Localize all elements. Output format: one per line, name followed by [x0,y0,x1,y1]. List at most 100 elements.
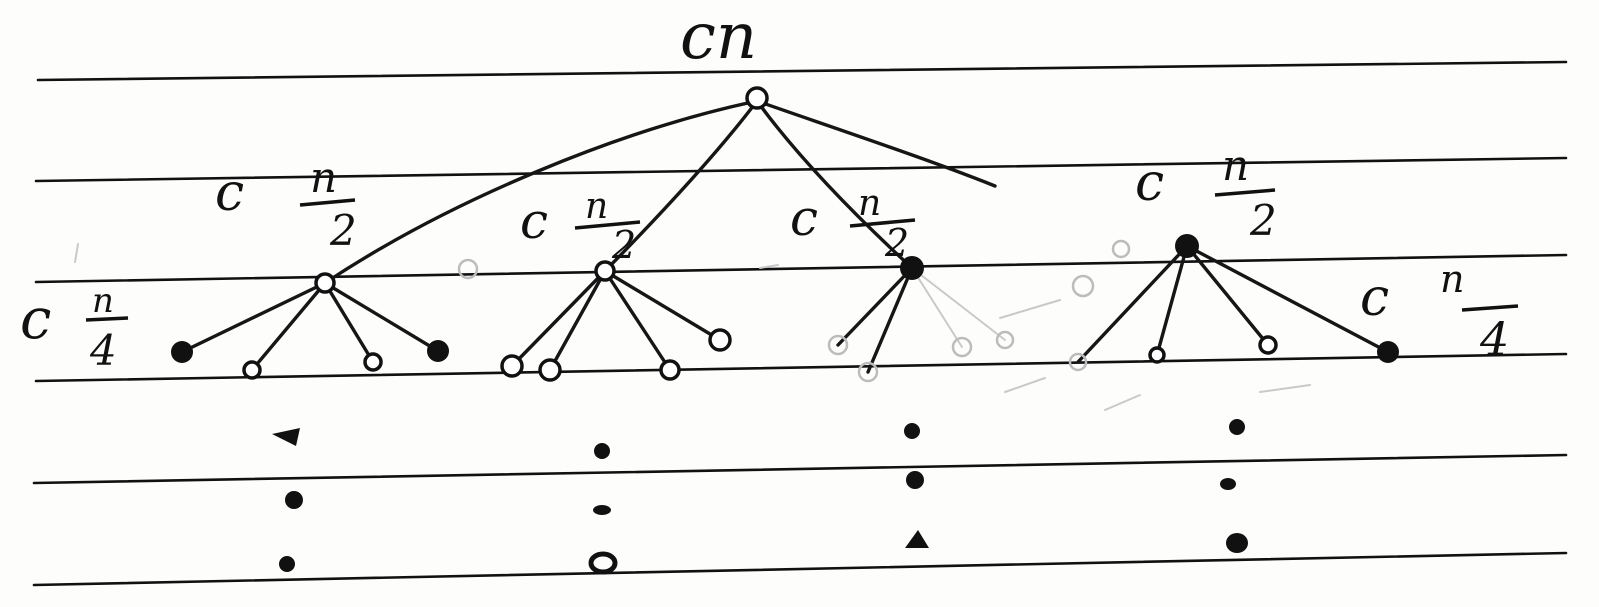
fraction-bar [849,218,916,228]
subtree-1 [171,272,449,380]
fraction-bar [1461,304,1519,312]
level1-label-1: c n 2 [215,153,357,255]
label-numerator: n [858,183,881,224]
fraction-bar [299,198,356,207]
ruled-line [36,60,1568,82]
level2-node [242,360,262,380]
edge [603,269,672,372]
level2-node [363,352,383,372]
label-denominator: 2 [611,223,636,267]
ruled-line [32,453,1568,485]
level1-label-4: c n 2 [1135,141,1277,245]
label-c: c [20,287,51,352]
edge-root-child1 [323,99,759,285]
continuation-dot [588,551,618,575]
ghost-stroke [1004,377,1046,393]
ghost-node [1071,274,1095,298]
continuation-dot [1220,478,1236,490]
level2-node [171,341,193,363]
ghost-node [1111,239,1131,259]
edge [323,281,440,353]
edge [603,269,722,342]
edge [323,281,375,364]
faint-marks [74,239,1311,411]
edge [510,269,607,368]
edge [1185,244,1270,347]
subtree-4 [1068,234,1399,372]
label-numerator: n [92,281,114,321]
level2-node [1148,346,1166,364]
level2-node [857,361,879,383]
level2-node [827,334,849,356]
ruled-line [34,253,1568,284]
level1-node [314,272,336,294]
edge [180,281,327,354]
ruled-line [34,156,1568,183]
root-label: cn [680,0,757,74]
ghost-stroke [1104,394,1141,411]
edge-root-child4 [755,99,997,188]
level2-label-left: c n 4 [20,281,129,375]
edge [866,266,914,374]
continuation-dot [1226,533,1248,553]
continuation-dot [593,505,611,515]
edge-root-child3 [755,99,914,270]
edge [1155,244,1189,357]
fraction-bar [85,316,129,322]
level2-node [1258,335,1278,355]
ruled-line [34,352,1568,383]
level2-label-right: c n 4 [1360,257,1519,366]
edge [250,281,327,372]
level1-node [1175,234,1199,258]
edge [548,269,607,372]
continuation-dot [904,423,920,439]
level1-node [900,256,924,280]
continuation-dot [905,530,929,548]
label-denominator: 4 [89,326,117,375]
root-node [745,86,769,110]
continuation-dot [285,491,303,509]
continuation-dot [272,428,300,446]
level1-label-3: c n 2 [790,183,916,265]
level1-label-2: c n 2 [520,186,641,267]
label-denominator: 4 [1479,312,1509,366]
level2-node [427,340,449,362]
continuation-dot [279,556,295,572]
subtree-3 [827,256,1015,383]
label-numerator: n [1222,141,1249,190]
level1-node [594,260,616,282]
edge [1185,244,1390,354]
label-c: c [1360,268,1389,328]
ghost-stroke [74,243,79,263]
continuation-dot [594,443,610,459]
edge-root-child2 [603,99,759,273]
label-c: c [790,189,818,247]
root-branches [323,99,997,285]
level2-node [951,336,973,358]
label-c: c [215,163,244,223]
subtree-2 [500,260,732,382]
level2-node [1377,341,1399,363]
continuation-dots [272,419,1248,575]
level2-node [500,354,524,378]
level2-node [659,359,681,381]
ruled-line [32,551,1568,587]
ghost-stroke [1259,384,1311,393]
label-numerator: n [310,153,337,202]
label-numerator: n [1440,257,1464,301]
label-numerator: n [585,186,608,227]
label-denominator: 2 [1249,196,1277,245]
ruled-lines [32,60,1568,587]
level2-node [1068,352,1088,372]
ghost-stroke [999,299,1061,319]
edge [1076,244,1189,364]
label-c: c [1135,153,1164,213]
edge [911,267,963,348]
level2-node [708,328,732,352]
edge [911,267,1006,341]
ghost-stroke [759,264,779,269]
edge [836,266,914,347]
ghost-node [457,258,479,280]
label-c: c [520,192,548,250]
